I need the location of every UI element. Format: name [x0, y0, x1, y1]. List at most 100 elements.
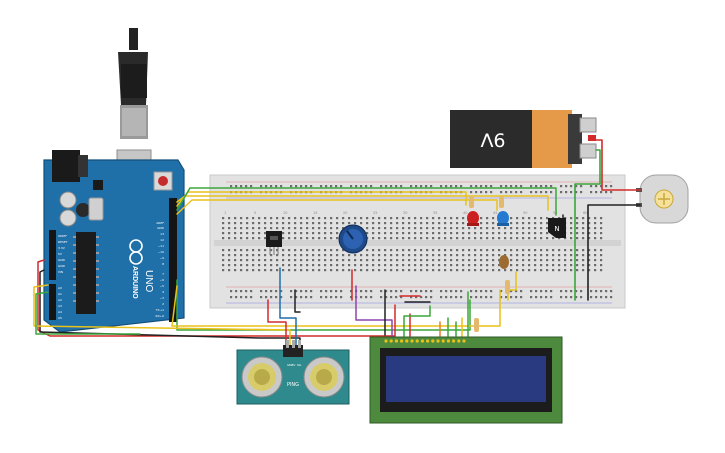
wire-yellow-bottom	[171, 285, 501, 327]
wire-sensor-sig	[279, 267, 297, 346]
wire-pot-wiper	[355, 285, 393, 339]
lcd-display[interactable]	[369, 336, 563, 424]
pin-label-4: 4	[162, 290, 164, 294]
pin-label-6: ~6	[160, 278, 165, 282]
wire-green-transistor	[176, 187, 557, 216]
pin-label-vin: VIN	[58, 270, 63, 274]
temperature-sensor[interactable]	[266, 231, 282, 255]
column-number-20: 20	[343, 211, 347, 215]
microcontroller-chip	[76, 232, 96, 314]
wire-motor-return	[587, 204, 641, 301]
lcd-screen	[386, 356, 546, 402]
column-number-40: 40	[463, 211, 467, 215]
sensor-name: PING	[287, 382, 299, 388]
potentiometer[interactable]	[338, 224, 368, 254]
column-number-5: 5	[254, 211, 256, 215]
wire-red-left	[37, 259, 396, 337]
pin-label-7: 7	[162, 272, 164, 276]
lcd-pin[interactable]	[384, 339, 388, 343]
lcd-pin[interactable]	[452, 339, 456, 343]
resistor-lcd	[474, 318, 479, 332]
pin-label-2: 2	[162, 302, 164, 306]
arduino-logo: ARDUINO UNO	[129, 239, 154, 299]
pin-label-gnd2: GND	[58, 264, 66, 268]
pin-label-a3: A3	[58, 304, 62, 308]
board-brand: ARDUINO	[131, 266, 138, 299]
pin-label-a0: A0	[58, 286, 62, 290]
resistor-led-red	[469, 196, 474, 208]
column-number-55: 55	[553, 211, 557, 215]
wires	[33, 139, 641, 346]
dc-motor[interactable]	[636, 174, 689, 224]
pin-label-a1: A1	[58, 292, 62, 296]
pin-label-aref: AREF	[156, 221, 164, 225]
lcd-pin[interactable]	[436, 339, 440, 343]
lcd-pin[interactable]	[446, 339, 450, 343]
pin-label-10: ~10	[158, 250, 164, 254]
transistor-label: N	[554, 225, 559, 233]
pin-label-12: 12	[160, 238, 164, 242]
arduino-board[interactable]: ARDUINO UNO AREF GND 13 12 ~11 ~10 ~9 8 …	[43, 150, 185, 333]
resistor-led-blue	[499, 196, 504, 208]
ultrasonic-sensor[interactable]: PING GND 5V SIG	[236, 340, 350, 405]
lcd-pin[interactable]	[394, 339, 398, 343]
pin-label-gnd: GND	[157, 226, 165, 230]
pin-label-9: ~9	[160, 256, 165, 260]
lcd-pin[interactable]	[400, 339, 404, 343]
sensor-pin-5v: 5V	[292, 363, 296, 367]
lcd-pin[interactable]	[462, 339, 466, 343]
power-header	[49, 230, 56, 280]
power-jack	[52, 150, 80, 182]
wire-battery-negative	[574, 149, 601, 301]
pin-label-a2: A2	[58, 298, 62, 302]
blue-led[interactable]	[497, 211, 509, 226]
lcd-pin[interactable]	[405, 339, 409, 343]
pin-label-gnd1: GND	[58, 258, 66, 262]
pin-label-8: 8	[162, 262, 164, 266]
lcd-pin[interactable]	[389, 339, 393, 343]
lcd-pin[interactable]	[415, 339, 419, 343]
pin-label-5: ~5	[160, 284, 165, 288]
wire-green-bottom	[176, 279, 471, 331]
pin-label-3v3: 3.3V	[58, 246, 66, 250]
pin-label-5v: 5V	[58, 252, 63, 256]
wire-sensor-vcc	[267, 299, 287, 346]
lcd-pin[interactable]	[457, 339, 461, 343]
resistor-lower	[505, 280, 510, 294]
lcd-pin-header	[384, 339, 466, 343]
lcd-pin[interactable]	[431, 339, 435, 343]
column-number-25: 25	[373, 211, 377, 215]
pin-label-3: ~3	[160, 296, 165, 300]
pin-label-a5: A5	[58, 316, 62, 320]
pin-label-0: RX←0	[155, 314, 164, 318]
column-number-35: 35	[433, 211, 437, 215]
pin-label-13: 13	[160, 232, 164, 236]
lcd-pin[interactable]	[410, 339, 414, 343]
battery-9v[interactable]: 9V	[450, 110, 597, 168]
wire-yellow-top	[176, 195, 549, 211]
column-number-50: 50	[523, 211, 527, 215]
transistor[interactable]: N	[548, 218, 566, 238]
sensor-pin-gnd: GND	[287, 363, 293, 367]
lcd-pin[interactable]	[441, 339, 445, 343]
column-number-15: 15	[313, 211, 317, 215]
red-led[interactable]	[467, 211, 479, 226]
wire-battery-positive	[595, 139, 641, 191]
sensor-pin-sig: SIG	[297, 363, 301, 367]
digital-header	[169, 198, 177, 322]
analog-header	[49, 284, 56, 320]
column-number-1: 1	[224, 211, 226, 215]
resistors[interactable]	[469, 196, 510, 332]
battery-label: 9V	[480, 129, 505, 151]
brown-component[interactable]	[499, 255, 509, 269]
header-labels: AREF GND 13 12 ~11 ~10 ~9 8 7 ~6 ~5 4 ~3…	[58, 221, 165, 320]
lcd-pin[interactable]	[426, 339, 430, 343]
pin-label-11: ~11	[158, 244, 164, 248]
pin-label-ioref: IOREF	[58, 234, 67, 238]
lcd-pin[interactable]	[420, 339, 424, 343]
column-number-30: 30	[403, 211, 407, 215]
wire-yellow-led2	[176, 199, 498, 215]
column-number-60: 60	[583, 211, 587, 215]
wire-green-left	[35, 291, 141, 335]
